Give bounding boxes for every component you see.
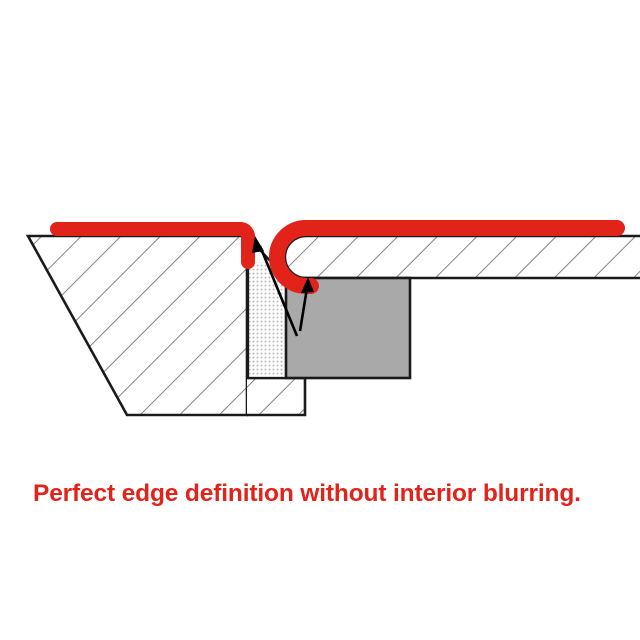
- right-slab-hatch: [285, 236, 640, 278]
- annotation-arrows: [252, 236, 314, 337]
- arrow-edge-left-shaft: [258, 245, 299, 337]
- arrow-edge-right-shaft: [298, 287, 309, 332]
- left-red-coating: [50, 222, 256, 269]
- gray-block-outline: [284, 276, 412, 380]
- stipple-gap-fill: [248, 262, 286, 378]
- figure-caption: Perfect edge definition without interior…: [33, 480, 581, 507]
- stipple-gap-column: [246, 262, 286, 380]
- arrow-edge-left: [252, 236, 299, 337]
- arrow-edge-right: [298, 277, 314, 332]
- arrow-edge-left-head: [252, 236, 264, 253]
- right-red-coating: [269, 220, 625, 294]
- lower-hatched-stub-hatch: [247, 378, 305, 415]
- arrow-edge-right-head: [301, 277, 314, 293]
- right-slab: [283, 234, 640, 280]
